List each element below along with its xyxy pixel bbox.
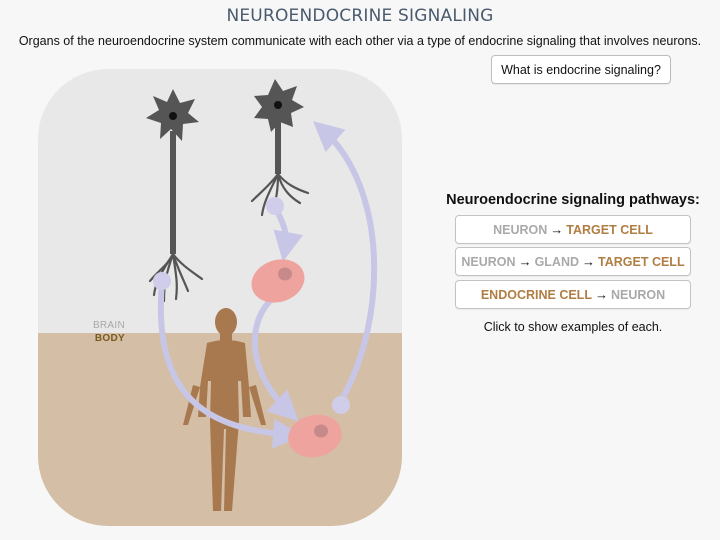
pathway-button-neuron-target[interactable]: NEURON → TARGET CELL — [455, 215, 691, 244]
arrow-gland-to-target — [251, 294, 299, 422]
human-silhouette — [183, 308, 266, 511]
endocrine-signaling-button[interactable]: What is endocrine signaling? — [491, 55, 671, 84]
arrow-icon: → — [518, 254, 532, 269]
target-cell — [288, 414, 342, 458]
arrow-icon: → — [594, 287, 608, 302]
vesicle-target-cell — [332, 396, 350, 414]
pathway-part: NEURON — [461, 254, 516, 269]
pathway-part: NEURON — [493, 222, 548, 237]
page-subtitle: Organs of the neuroendocrine system comm… — [18, 34, 702, 48]
vesicle-neuron-right — [266, 197, 284, 215]
vesicle-neuron-left — [153, 272, 171, 290]
pathway-part: NEURON — [610, 287, 666, 302]
signal-vesicles — [153, 197, 350, 414]
body-region-label: BODY — [94, 333, 125, 344]
neuroendocrine-diagram — [38, 69, 402, 526]
arrow-icon: → — [582, 254, 596, 269]
gland-cell — [251, 259, 305, 303]
pathway-part: TARGET CELL — [566, 222, 653, 237]
pathway-button-neuron-gland-target[interactable]: NEURON → GLAND → TARGET CELL — [455, 247, 691, 276]
arrow-neuron-to-target — [157, 278, 303, 449]
arrow-icon: → — [550, 222, 564, 237]
neuron-left — [146, 89, 204, 303]
arrow-endocrine-to-neuron — [312, 121, 378, 404]
pathway-part: GLAND — [534, 254, 580, 269]
neuron-right — [250, 79, 310, 217]
pathway-part: TARGET CELL — [598, 254, 685, 269]
pathway-button-endocrine-neuron[interactable]: ENDOCRINE CELL → NEURON — [455, 280, 691, 309]
pathway-part: ENDOCRINE CELL — [480, 287, 592, 302]
diagram-canvas — [38, 69, 402, 526]
signaling-arrows — [157, 121, 378, 449]
page-title: NEUROENDOCRINE SIGNALING — [226, 6, 494, 26]
brain-region — [38, 69, 402, 333]
pathways-hint: Click to show examples of each. — [483, 320, 663, 334]
pathways-heading: Neuroendocrine signaling pathways: — [446, 192, 700, 208]
brain-region-label: BRAIN — [92, 320, 125, 331]
